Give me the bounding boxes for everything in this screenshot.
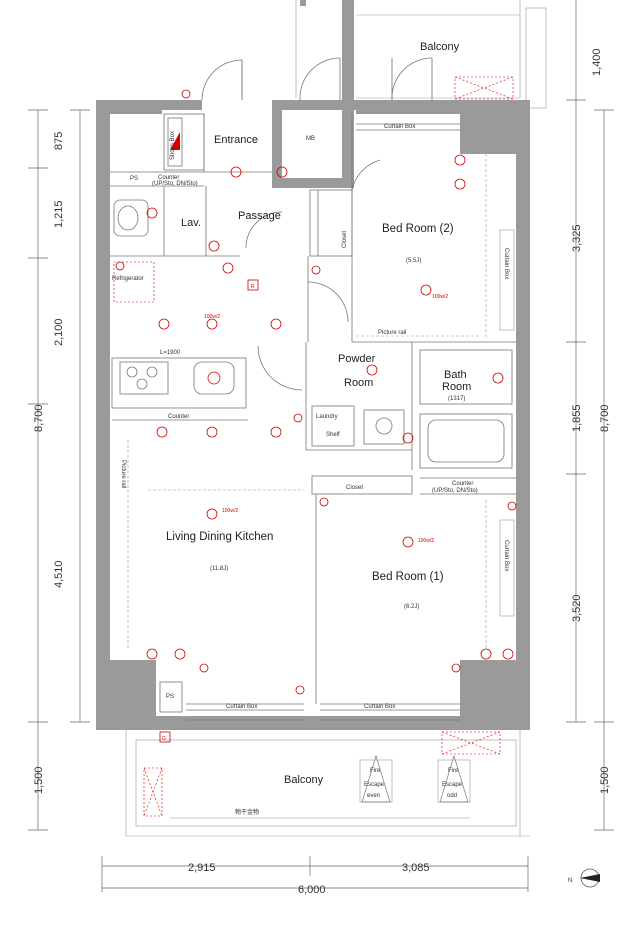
bath-label-1: Bath [444,369,467,381]
curtain-box-right-top: Curtain Box [503,248,509,279]
curtain-box-right-bottom: Curtain Box [503,540,509,571]
dim-left-3: 8,700 [33,404,45,432]
svg-text:100w/2: 100w/2 [418,538,434,544]
curtain-box-bottom-right: Curtain Box [364,704,395,710]
bed2-label: Bed Room (2) [382,223,454,235]
bed2-size: (5.5J) [406,258,421,264]
ldk-label: Living Dining Kitchen [166,531,273,543]
dim-right-4: 3,520 [571,594,583,622]
balcony-bottom-label: Balcony [284,774,324,786]
svg-text:100w/2: 100w/2 [204,314,220,320]
ps-bottom-label: PS [166,694,174,700]
g-mark: G [162,736,166,742]
svg-text:even: even [367,793,380,799]
picture-rail-v: Picture rail [120,460,126,488]
l-label: L=1900 [160,350,181,356]
laundry-label: Laundry [316,414,338,420]
dimensions-left: 875 1,215 2,100 8,700 4,510 1,500 [28,109,90,831]
lav-label: Lav. [181,217,201,229]
closet-h-label: Closet [346,485,363,491]
dimensions-right: 1,400 3,325 1,855 8,700 3,520 1,500 [566,0,614,831]
balcony-top-label: Balcony [420,41,460,53]
svg-text:Escape: Escape [442,782,463,788]
picture-rail-h: Picture rail [378,330,406,336]
closet-vertical-label: Closet [342,231,348,248]
dim-left-1: 1,215 [53,200,65,228]
counter-top-label: Counter [158,175,179,181]
doors [201,57,433,391]
fire-escape-odd: Fire Escape odd [437,754,471,803]
walls [96,0,530,730]
dim-left-2: 2,100 [53,318,65,346]
dim-right-5: 1,500 [599,766,611,794]
bath-label-2: Room [442,381,471,393]
svg-text:Fire: Fire [448,768,459,774]
bed1-size: (6.2J) [404,604,419,610]
dim-bottom-0: 2,915 [188,862,216,874]
shelf-label: Shelf [326,432,340,438]
ldk-size: (11.8J) [210,566,228,572]
counter-kitchen-label: Counter [168,414,189,420]
dim-right-0: 1,400 [591,48,603,76]
dim-left-5: 1,500 [33,766,45,794]
svg-text:100w/2: 100w/2 [222,508,238,514]
svg-text:odd: odd [447,793,457,799]
counter-bath-sub: (UP/Sto, DN/Sto) [432,488,478,494]
counter-top-sub: (UP/Sto, DN/Sto) [152,181,198,187]
r-mark: R [251,284,255,290]
compass-icon: N [568,868,600,888]
dim-left-4: 4,510 [53,560,65,588]
bath-code: (1317) [448,396,465,402]
dim-left-0: 875 [53,132,65,150]
dim-right-2: 1,855 [571,404,583,432]
curtain-box-bottom-left: Curtain Box [226,704,257,710]
dim-bottom-2: 6,000 [298,884,326,896]
mb-label: MB [306,136,315,142]
svg-text:Escape: Escape [364,782,385,788]
balcony-bottom-area: G Balcony 物干金物 Fire Escape even Fire Esc… [125,730,530,837]
svg-text:100w/2: 100w/2 [432,294,448,300]
dimensions-bottom: 2,915 3,085 6,000 [101,856,529,896]
compass-label: N [568,878,572,884]
dim-bottom-1: 3,085 [402,862,430,874]
counter-bath-label: Counter [452,481,473,487]
refrigerator-label: Refrigerator [112,276,144,282]
fire-escape-even: Fire Escape even [359,754,393,803]
entrance-label: Entrance [214,134,258,146]
electrical-symbols: 100w/2 100w/2 100w/2 100w/2 [115,89,517,695]
partitions: Shoes Box Entrance MB PS Counter (UP/Sto… [110,113,516,721]
shoe-box-label: Shoes Box [170,131,176,160]
dim-right-3: 8,700 [599,404,611,432]
svg-text:Fire: Fire [370,768,381,774]
powder-label-2: Room [344,377,373,389]
handrail-label: 物干金物 [235,808,259,816]
bed1-label: Bed Room (1) [372,571,444,583]
balcony-top-area: Balcony [295,0,547,109]
ps-top-label: PS [130,176,138,182]
powder-label-1: Powder [338,353,376,365]
curtain-box-top: Curtain Box [384,124,415,130]
dim-right-1: 3,325 [571,224,583,252]
passage-label: Passage [238,210,281,222]
